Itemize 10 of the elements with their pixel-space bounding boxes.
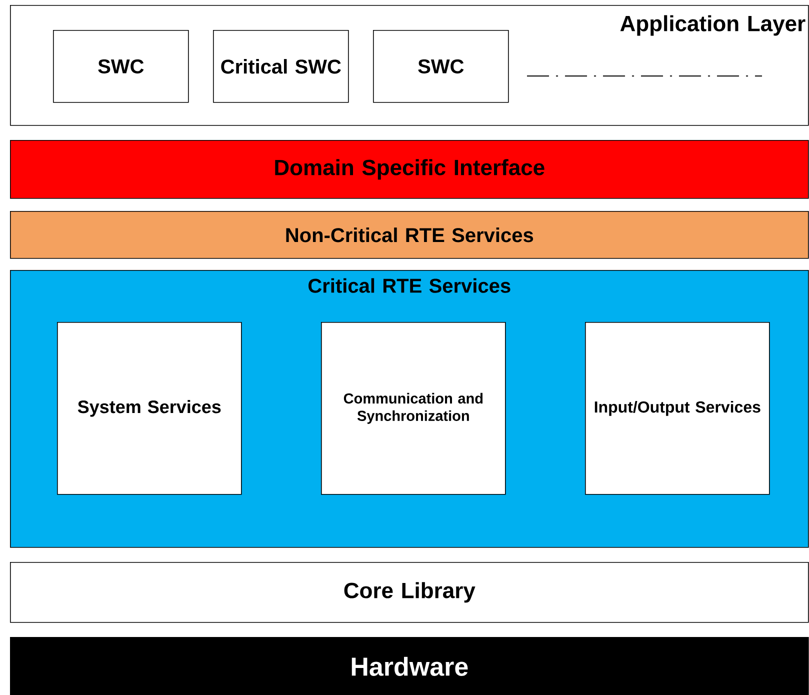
component-box: SWC — [373, 30, 509, 103]
service-box: System Services — [57, 322, 242, 495]
layer-band: Non-Critical RTE Services — [10, 211, 809, 259]
layer-band: Hardware — [10, 637, 809, 695]
component-box: SWC — [53, 30, 189, 103]
layer-band: Core Library — [10, 562, 809, 623]
layer-band: Domain Specific Interface — [10, 140, 809, 199]
component-box: Critical SWC — [213, 30, 349, 103]
service-box: Communication and Synchronization — [321, 322, 506, 495]
service-box: Input/Output Services — [585, 322, 770, 495]
